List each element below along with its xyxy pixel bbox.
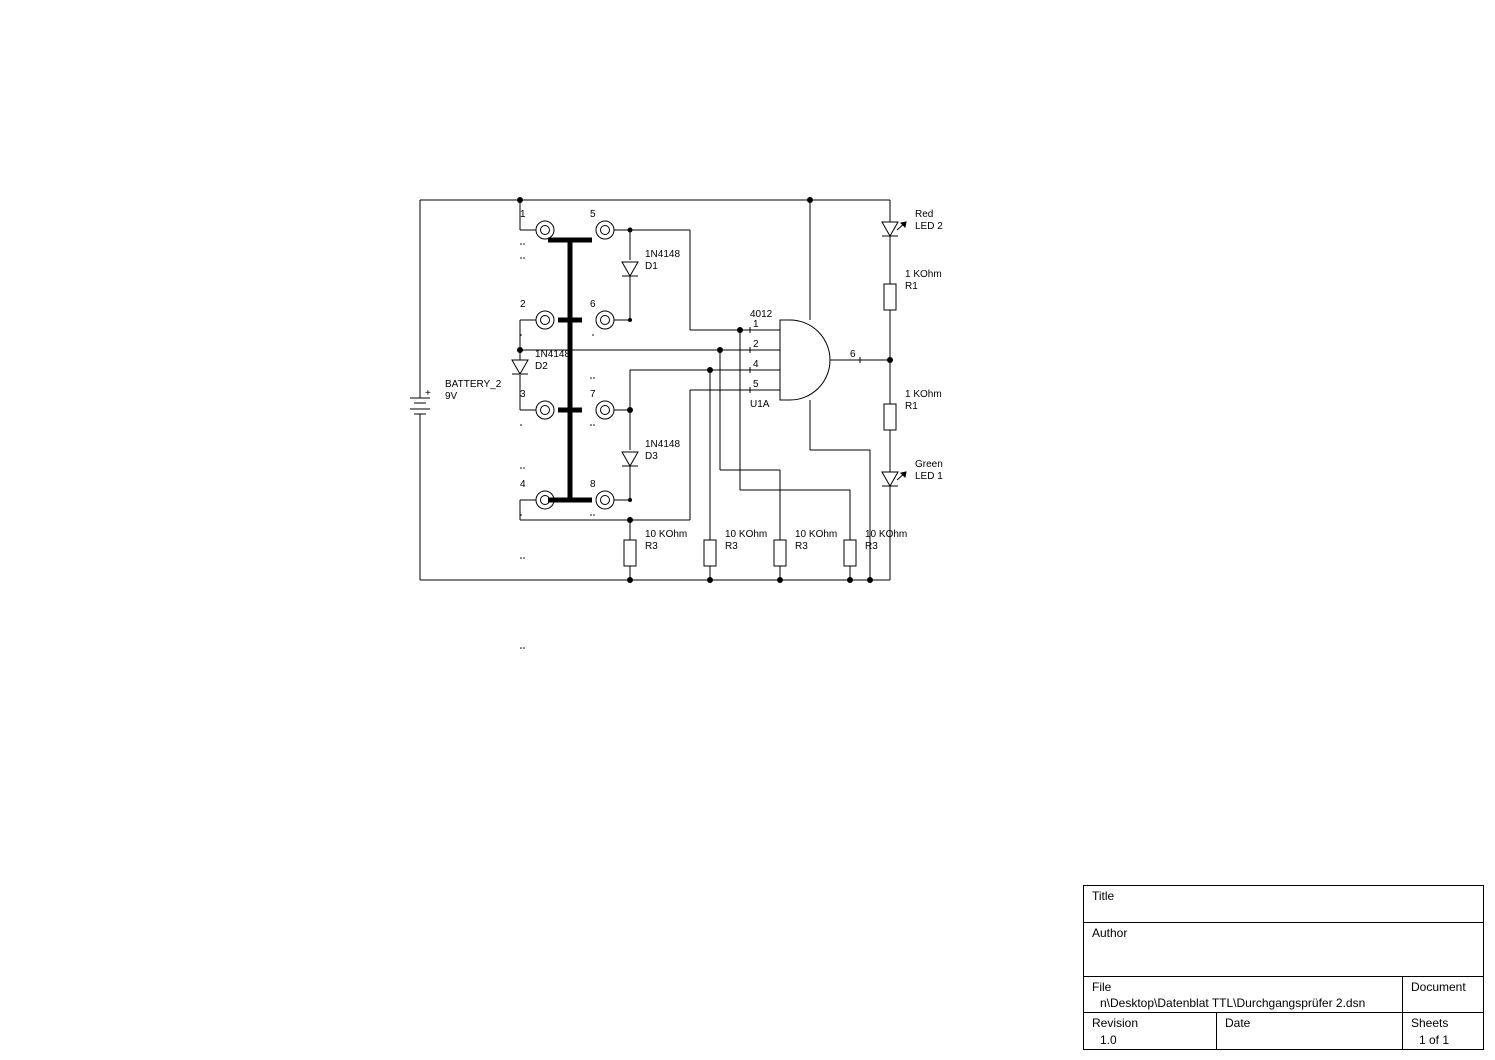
sheets-label: Sheets bbox=[1411, 1016, 1449, 1030]
switch-pin-label: 2 bbox=[520, 299, 526, 310]
gate-pin-stubs bbox=[749, 327, 861, 393]
diode-value: 1N4148 bbox=[535, 349, 570, 360]
title-block: Title Author File n\Desktop\Datenblat TT… bbox=[1083, 885, 1484, 1050]
led-color: Green bbox=[915, 459, 943, 470]
switch-pin-label: 5 bbox=[590, 209, 596, 220]
gate-part: 4012 bbox=[750, 309, 773, 320]
resistor-value: 1 KOhm bbox=[905, 269, 942, 280]
switch-pin-label: 1 bbox=[520, 209, 526, 220]
switch-actuator-bar bbox=[548, 237, 592, 503]
diode-value: 1N4148 bbox=[645, 249, 680, 260]
file-cell: File n\Desktop\Datenblat TTL\Durchgangsp… bbox=[1084, 977, 1403, 1012]
sheets-value: 1 of 1 bbox=[1419, 1033, 1450, 1047]
resistor-ref: R3 bbox=[645, 541, 658, 552]
resistor-value: 10 KOhm bbox=[645, 529, 687, 540]
resistor-ref: R1 bbox=[905, 401, 918, 412]
document-label: Document bbox=[1411, 980, 1466, 994]
led-ref: LED 2 bbox=[915, 221, 943, 232]
wire-left-column bbox=[519, 200, 750, 521]
resistor-value: 10 KOhm bbox=[795, 529, 837, 540]
battery-polarity: + bbox=[425, 388, 431, 399]
diode-value: 1N4148 bbox=[645, 439, 680, 450]
gate-pin-label: 2 bbox=[753, 339, 759, 350]
diode-symbols bbox=[511, 261, 639, 468]
resistor-bodies bbox=[623, 283, 897, 567]
nand-gate-body bbox=[779, 319, 831, 401]
date-cell: Date bbox=[1217, 1013, 1403, 1049]
led-color: Red bbox=[915, 209, 933, 220]
switch-pin-label: 4 bbox=[520, 479, 526, 490]
junction-dots bbox=[517, 197, 893, 583]
revision-cell: Revision 1.0 bbox=[1084, 1013, 1217, 1049]
sheets-cell: Sheets 1 of 1 bbox=[1403, 1013, 1483, 1049]
gate-pin-label: 5 bbox=[753, 379, 759, 390]
switch-pin-label: 7 bbox=[590, 389, 596, 400]
author-row: Author bbox=[1084, 923, 1483, 977]
diode-ref: D3 bbox=[645, 451, 658, 462]
switch-contacts bbox=[535, 220, 615, 510]
title-row: Title bbox=[1084, 886, 1483, 923]
resistor-value: 1 KOhm bbox=[905, 389, 942, 400]
resistor-ref: R3 bbox=[865, 541, 878, 552]
switch-pin-label: 3 bbox=[520, 389, 526, 400]
battery-value: 9V bbox=[445, 391, 458, 402]
resistor-ref: R3 bbox=[795, 541, 808, 552]
diode-ref: D1 bbox=[645, 261, 658, 272]
file-value: n\Desktop\Datenblat TTL\Durchgangsprüfer… bbox=[1100, 996, 1366, 1010]
date-label: Date bbox=[1225, 1016, 1251, 1030]
gate-ref: U1A bbox=[750, 399, 770, 410]
gate-pin-label: 1 bbox=[753, 319, 759, 330]
revision-label: Revision bbox=[1092, 1016, 1139, 1030]
resistor-value: 10 KOhm bbox=[865, 529, 907, 540]
led-symbols bbox=[881, 221, 907, 488]
gate-output-pin: 6 bbox=[850, 349, 856, 360]
pin-marks bbox=[520, 243, 595, 649]
battery-symbol bbox=[410, 395, 430, 420]
document-cell: Document bbox=[1403, 977, 1483, 1012]
led-ref: LED 1 bbox=[915, 471, 943, 482]
resistor-value: 10 KOhm bbox=[725, 529, 767, 540]
author-label: Author bbox=[1092, 926, 1128, 940]
switch-pin-label: 8 bbox=[590, 479, 596, 490]
diode-ref: D2 bbox=[535, 361, 548, 372]
gate-pin-label: 4 bbox=[753, 359, 759, 370]
resistor-ref: R1 bbox=[905, 281, 918, 292]
resistor-ref: R3 bbox=[725, 541, 738, 552]
file-row: File n\Desktop\Datenblat TTL\Durchgangsp… bbox=[1084, 977, 1483, 1013]
battery-ref: BATTERY_2 bbox=[445, 379, 502, 390]
switch-pin-label: 6 bbox=[590, 299, 596, 310]
revision-value: 1.0 bbox=[1100, 1033, 1117, 1047]
revision-row: Revision 1.0 Date Sheets 1 of 1 bbox=[1084, 1013, 1483, 1049]
title-label: Title bbox=[1092, 889, 1115, 903]
file-label: File bbox=[1092, 980, 1112, 994]
